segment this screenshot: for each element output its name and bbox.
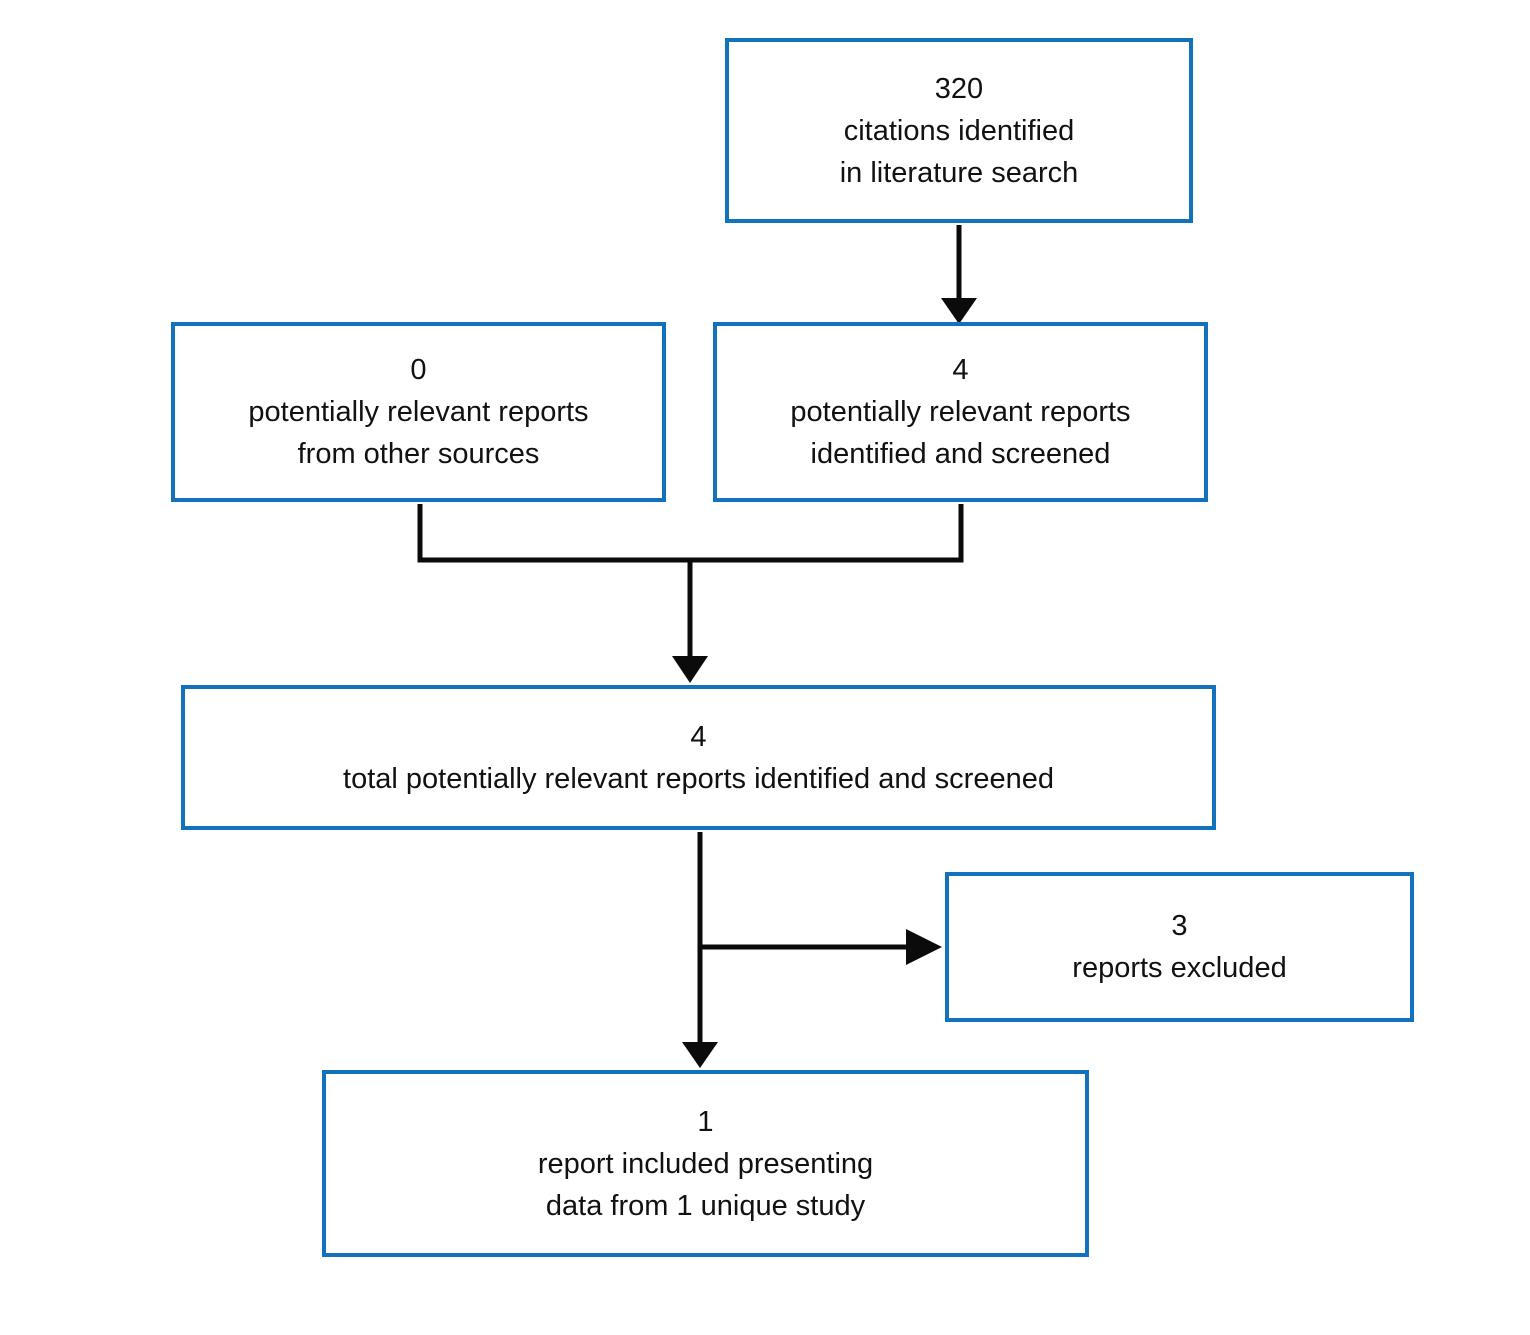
arrow-total-to-included xyxy=(682,832,718,1068)
box-report-included: 1 report included presenting data from 1… xyxy=(322,1070,1089,1257)
box-reports-excluded-line: reports excluded xyxy=(1072,952,1287,984)
box-reports-excluded: 3 reports excluded xyxy=(945,872,1414,1022)
box-report-included-count: 1 xyxy=(697,1105,714,1138)
box-other-sources: 0 potentially relevant reports from othe… xyxy=(171,322,666,502)
box-reports-screened-line: identified and screened xyxy=(810,438,1111,470)
box-other-sources-line: potentially relevant reports xyxy=(248,396,589,428)
arrow-total-to-excluded xyxy=(700,929,942,965)
box-reports-excluded-count: 3 xyxy=(1171,910,1188,942)
box-report-included-line: report included presenting xyxy=(537,1147,874,1180)
box-reports-screened-count: 4 xyxy=(952,354,969,386)
box-other-sources-line: from other sources xyxy=(297,438,540,470)
box-total-screened: 4 total potentially relevant reports ide… xyxy=(181,685,1216,830)
box-report-included-line: data from 1 unique study xyxy=(545,1189,866,1222)
box-total-screened-line: total potentially relevant reports ident… xyxy=(343,762,1054,795)
arrow-citations-to-screened xyxy=(941,225,977,324)
connector-merge-to-total xyxy=(417,504,964,683)
box-citations-line: citations identified xyxy=(843,114,1075,147)
box-citations-count: 320 xyxy=(934,72,984,105)
box-reports-screened: 4 potentially relevant reports identifie… xyxy=(713,322,1208,502)
box-reports-screened-line: potentially relevant reports xyxy=(790,396,1131,428)
box-citations-line: in literature search xyxy=(839,156,1079,189)
box-citations-identified: 320 citations identified in literature s… xyxy=(725,38,1193,223)
box-total-screened-count: 4 xyxy=(690,720,707,753)
box-other-sources-count: 0 xyxy=(410,354,427,386)
